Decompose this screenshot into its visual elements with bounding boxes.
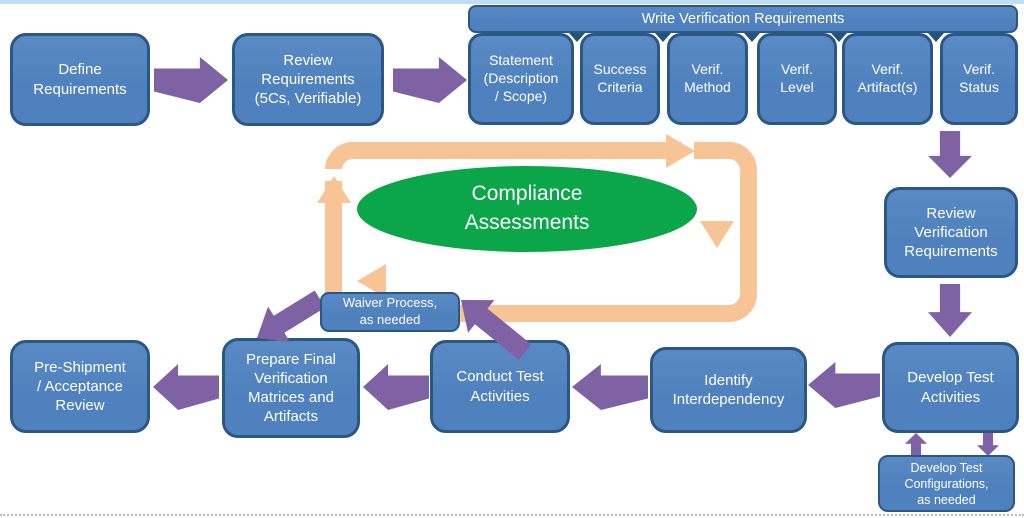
junction-marker [831,33,847,42]
box-prepare-final: Prepare Final Verification Matrices and … [222,338,360,438]
arrow-review-to-write [393,57,467,103]
loop-arrowhead-up-icon [317,176,351,203]
junction-marker [655,33,671,42]
box-develop-test-activities: Develop Test Activities [882,342,1019,433]
bottom-dotted-line [0,514,1024,516]
header-write-verification-requirements: Write Verification Requirements [468,5,1018,33]
arrow-define-to-review [154,57,228,103]
box-pre-shipment: Pre-Shipment / Acceptance Review [10,340,150,433]
box-waiver-process: Waiver Process, as needed [320,292,460,332]
arrow-waiver-to-prepare [257,290,326,343]
junction-marker [569,33,585,42]
box-verif-level: Verif. Level [757,33,837,125]
junction-marker [744,33,760,42]
loop-arrowhead-right-icon [666,134,695,168]
arrow-identify-to-conduct [572,364,648,410]
arrow-configs-to-activities [905,433,927,456]
box-statement: Statement (Description / Scope) [468,33,574,125]
arrow-conduct-to-prepare [363,364,429,410]
box-verif-artifacts: Verif. Artifact(s) [842,33,933,125]
box-success-criteria: Success Criteria [580,33,660,125]
arrow-activities-to-configs [977,433,999,456]
box-review-verification: Review Verification Requirements [884,187,1018,278]
box-verif-method: Verif. Method [667,33,748,125]
box-verif-status: Verif. Status [940,33,1018,125]
compliance-assessments-ellipse: Compliance Assessments [357,166,697,252]
box-conduct-test-activities: Conduct Test Activities [430,340,570,433]
arrow-review-verification-to-develop [928,284,972,337]
arrow-prepare-to-preshipment [153,364,219,410]
slide-top-border [0,0,1024,4]
box-review-requirements: Review Requirements (5Cs, Verifiable) [232,33,384,126]
box-define-requirements: Define Requirements [10,33,150,126]
box-identify-interdependency: Identify Interdependency [650,347,807,433]
arrow-develop-to-identify [808,362,880,408]
loop-arrowhead-down-icon [700,221,734,248]
box-develop-test-configurations: Develop Test Configurations, as needed [878,455,1015,512]
arrow-status-to-review-verification [928,131,972,178]
junction-marker [928,33,944,42]
